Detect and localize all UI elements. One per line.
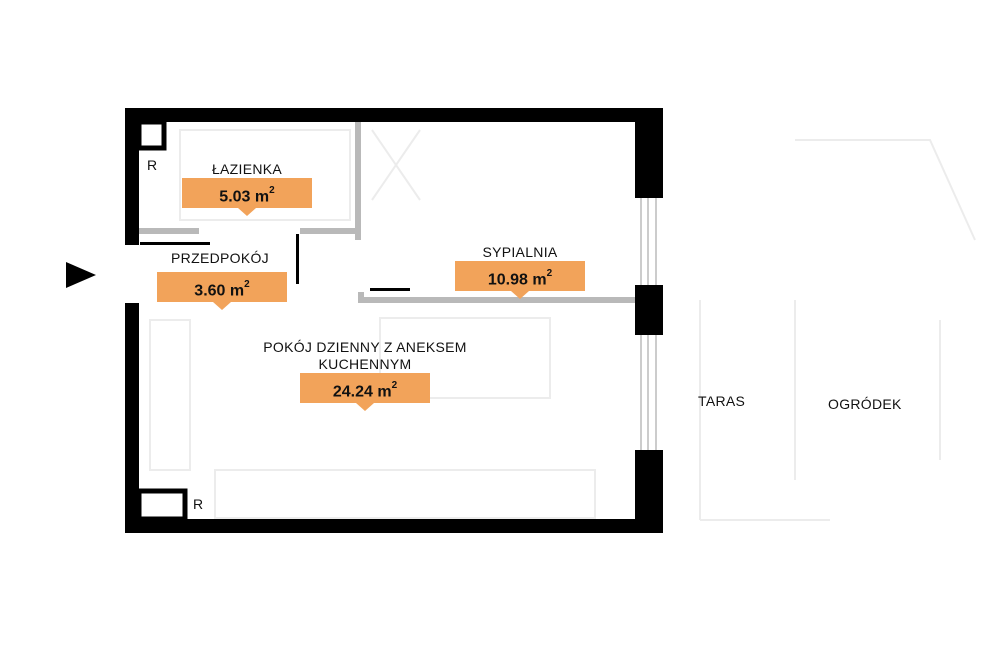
room-name-living-room: POKÓJ DZIENNY Z ANEKSEM KUCHENNYM <box>230 339 500 373</box>
area-tag-bathroom: 5.03 m2 <box>182 178 312 216</box>
garden-label: OGRÓDEK <box>828 396 902 412</box>
area-tag-bedroom: 10.98 m2 <box>455 261 585 299</box>
area-value-hallway: 3.60 <box>194 282 226 300</box>
area-value-bathroom: 5.03 <box>219 188 251 206</box>
area-tag-pointer <box>213 302 231 310</box>
area-value-living-room: 24.24 <box>332 383 373 401</box>
area-tag-pointer <box>356 403 374 411</box>
area-tag-pointer <box>238 208 256 216</box>
area-unit-bathroom: m <box>254 188 270 206</box>
terrace-label: TARAS <box>698 393 746 409</box>
riser-marker-top: R <box>147 157 158 173</box>
area-tag-hallway: 3.60 m2 <box>157 272 287 310</box>
room-name-hallway: PRZEDPOKÓJ <box>171 250 269 266</box>
area-tag-pointer <box>511 291 529 299</box>
partitions <box>139 122 635 303</box>
area-exp-hallway: 2 <box>244 279 250 290</box>
area-tag-living-room: 24.24 m2 <box>300 373 430 411</box>
area-unit-hallway: m <box>229 282 245 300</box>
windows <box>640 198 657 450</box>
room-name-bedroom: SYPIALNIA <box>482 244 558 260</box>
area-unit-bedroom: m <box>532 271 547 289</box>
doors <box>140 234 410 291</box>
area-exp-bathroom: 2 <box>269 185 275 196</box>
room-name-living-line2: KUCHENNYM <box>318 356 412 372</box>
area-exp-bedroom: 2 <box>546 268 553 279</box>
area-exp-living-room: 2 <box>391 380 398 391</box>
room-name-living-line1: POKÓJ DZIENNY Z ANEKSEM <box>263 339 467 355</box>
furniture-hints <box>149 129 976 521</box>
riser-marker-bottom: R <box>193 496 204 512</box>
room-name-bathroom: ŁAZIENKA <box>211 161 283 177</box>
entrance-arrow-icon <box>66 262 96 288</box>
riser-shafts <box>136 119 188 522</box>
area-unit-living-room: m <box>377 383 392 401</box>
outer-walls <box>125 108 663 533</box>
area-value-bedroom: 10.98 <box>487 271 528 289</box>
